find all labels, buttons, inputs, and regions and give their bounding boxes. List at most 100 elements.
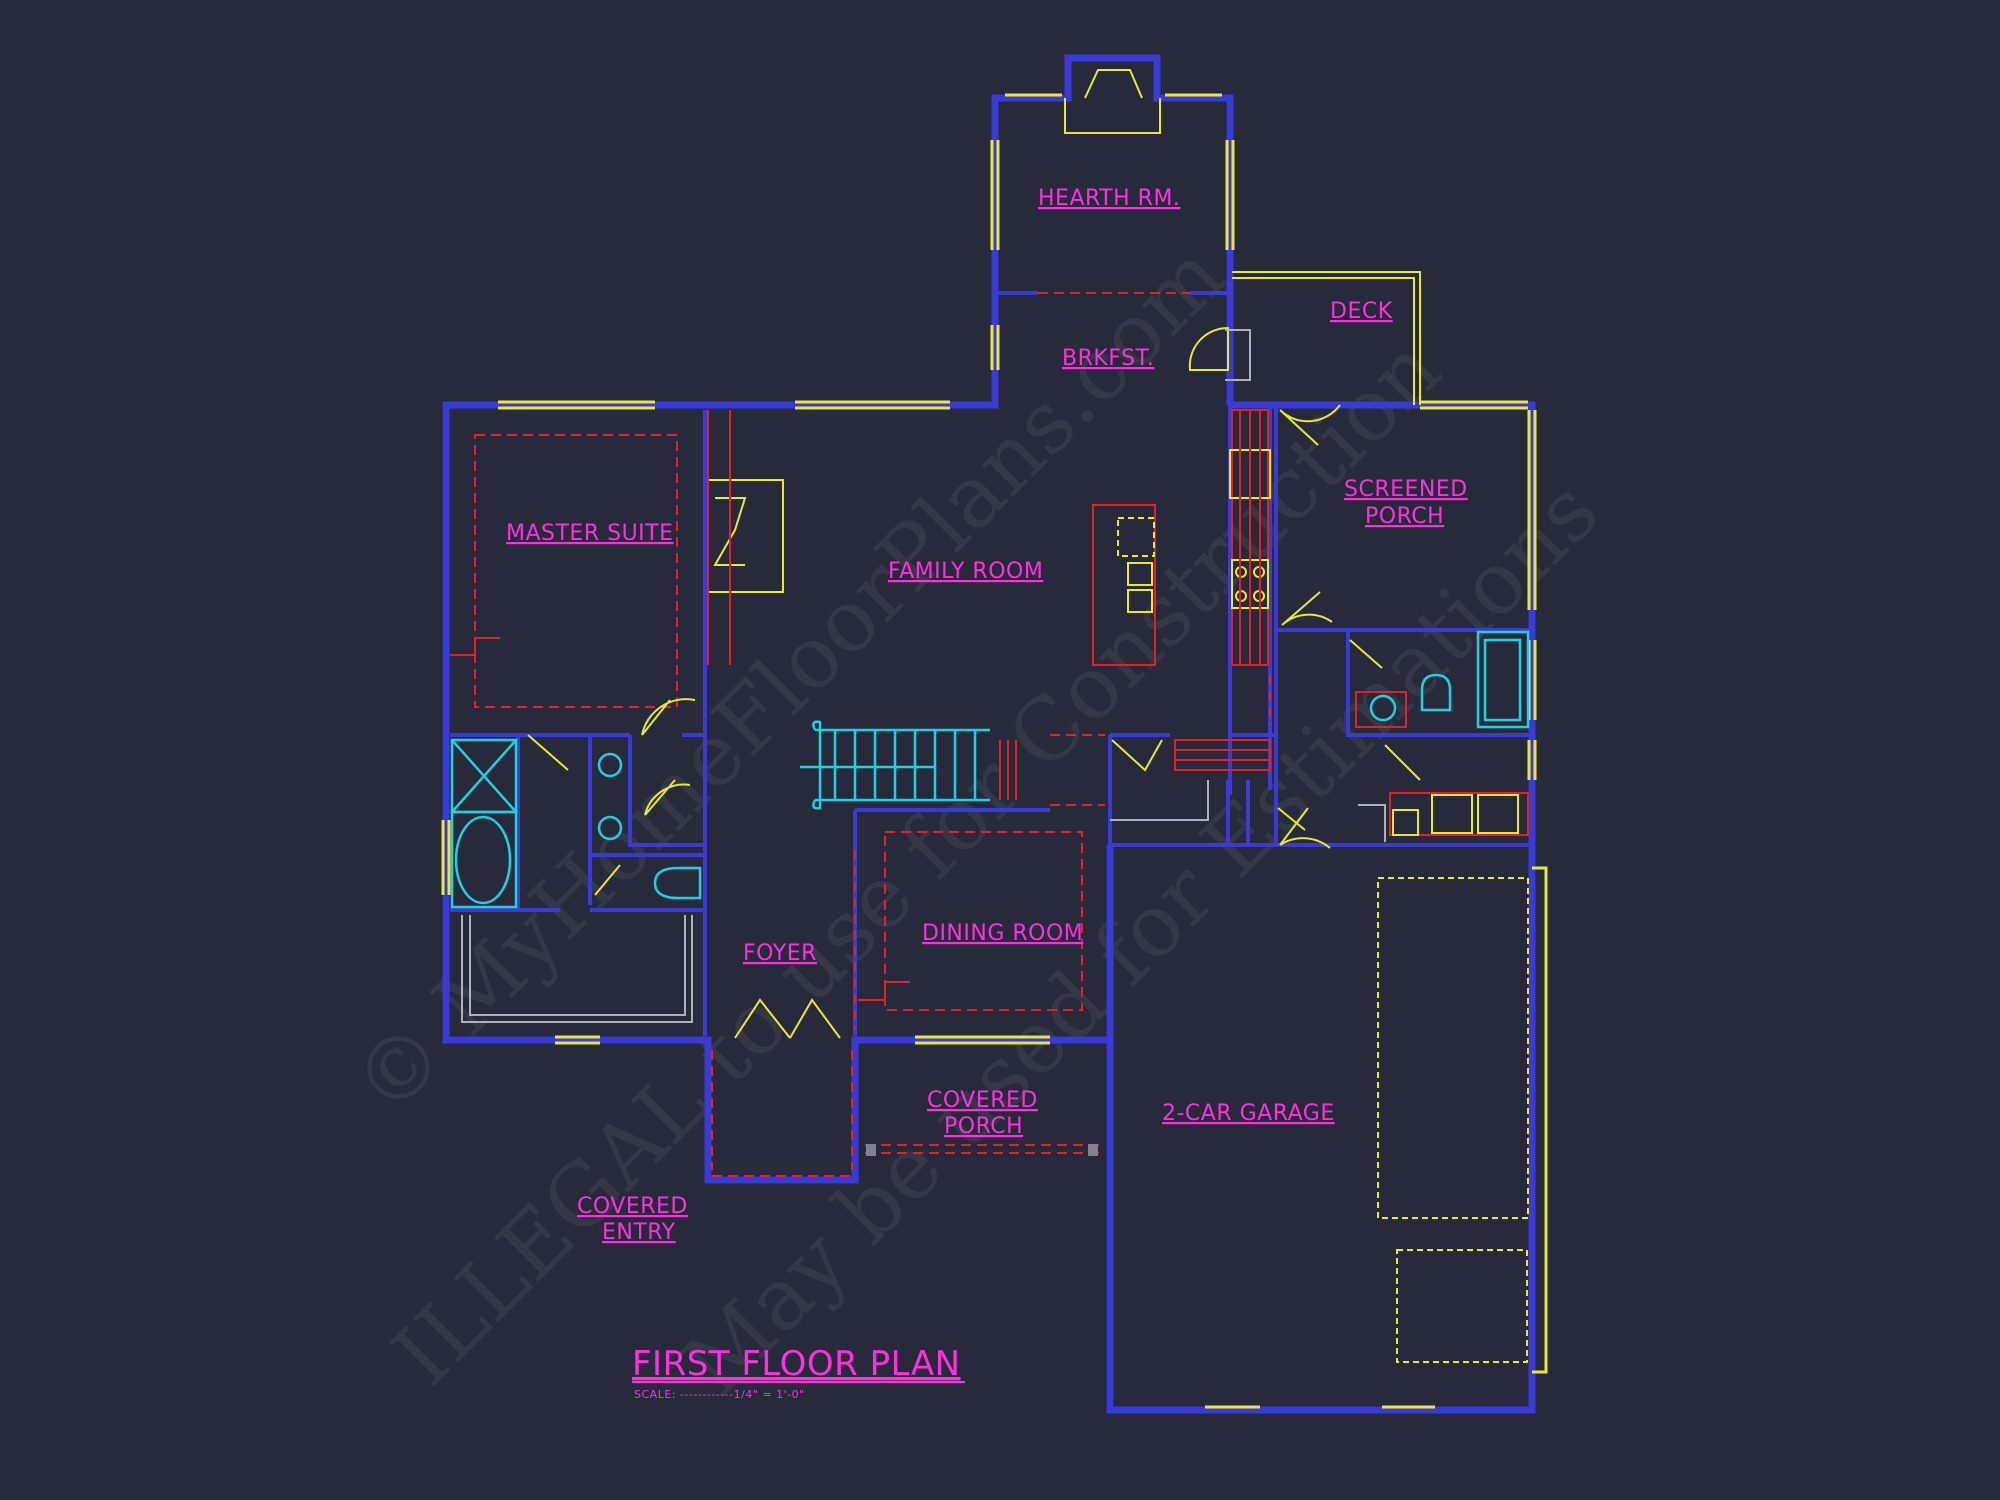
master-ceiling-step — [450, 637, 500, 656]
door-garage — [1279, 807, 1331, 849]
label-dining-room: DINING ROOM — [922, 921, 1083, 946]
fireplaces — [707, 69, 1161, 665]
hall-tub-inner — [1483, 638, 1522, 722]
shower-cross — [451, 739, 517, 813]
master-suite-details — [450, 434, 702, 1023]
stair-treads — [833, 730, 977, 800]
door-bath — [527, 734, 569, 771]
stair-newel — [812, 720, 822, 810]
kitchen — [1092, 409, 1271, 666]
dining-details — [711, 292, 1271, 1177]
family-fireplace — [708, 479, 784, 593]
deck-outline — [1232, 271, 1421, 405]
door-brkfst-deck — [1188, 326, 1229, 371]
label-hearth-rm: HEARTH RM. — [1038, 186, 1180, 211]
window-family-north — [795, 400, 950, 410]
window-screened-e — [1527, 410, 1537, 610]
porch-post-2 — [1088, 1144, 1098, 1156]
door-entry — [734, 998, 841, 1039]
utility-box — [1358, 804, 1386, 842]
window-closet-s — [555, 1035, 600, 1045]
laundry-wall — [1226, 630, 1532, 845]
door-hall-bath — [1349, 639, 1383, 669]
stair-rail — [800, 728, 990, 802]
plan-title: FIRST FLOOR PLAN — [632, 1344, 961, 1384]
label-family-room: FAMILY ROOM — [888, 559, 1043, 584]
main-north-wall — [442, 385, 1110, 1184]
window-laundry-e — [1527, 740, 1537, 780]
door-master — [641, 698, 696, 736]
dining-ceiling-step — [858, 981, 910, 1001]
door-garage-2 — [1277, 807, 1306, 831]
label-foyer: FOYER — [743, 941, 817, 966]
hall-sink — [1369, 694, 1397, 722]
master-toilet — [653, 866, 702, 900]
hearth-wall — [991, 54, 1234, 405]
laundry-details — [1389, 792, 1529, 836]
master-tray-ceiling — [474, 434, 678, 708]
closet-wall — [628, 735, 705, 847]
tub-surround — [450, 810, 518, 909]
stair-down-hatch — [999, 740, 1017, 800]
hearth-fireplace — [1064, 69, 1161, 134]
deck — [1232, 271, 1421, 405]
island-stool-3 — [1127, 589, 1153, 613]
plan-title-block: FIRST FLOOR PLAN SCALE: ------------1/4"… — [632, 1344, 965, 1401]
hall-bath-details — [1355, 630, 1530, 729]
vanity-sink-2 — [597, 815, 623, 841]
counter-hatch — [1239, 410, 1261, 665]
door-brkfst-frame — [1225, 329, 1251, 381]
island-seat-1 — [1117, 517, 1155, 557]
room-labels: HEARTH RM. BRKFST. DECK MASTER SUITE FAM… — [506, 186, 1468, 1245]
window-dining-s — [915, 1035, 1050, 1045]
utility-sink — [1392, 809, 1419, 836]
landing-steps — [1174, 739, 1271, 771]
porch-post-1 — [866, 1144, 876, 1156]
door-laundry — [1384, 744, 1421, 781]
door-stair — [1111, 739, 1163, 772]
car-space-1 — [1377, 877, 1529, 1219]
east-wall — [1230, 401, 1536, 875]
landing-hatch — [1175, 749, 1270, 761]
garage-wall — [1106, 845, 1536, 1414]
stair-upper-edge — [1050, 734, 1105, 806]
staircase — [800, 720, 1271, 810]
plan-scale: SCALE: ------------1/4" = 1'-0" — [634, 1388, 805, 1401]
window-master-bath — [441, 820, 451, 895]
window-brkfst-w — [990, 325, 1000, 370]
label-brkfst: BRKFST. — [1062, 346, 1154, 371]
bath-wall — [450, 735, 705, 912]
fireplace-hearth — [707, 410, 731, 665]
car-space-2 — [1396, 1249, 1528, 1363]
label-covered-porch-1: COVERED — [927, 1088, 1038, 1113]
vanity-sink-1 — [597, 752, 623, 778]
closet-rod — [461, 915, 693, 1023]
garage-door — [1532, 866, 1548, 1374]
dining-tray-ceiling — [884, 831, 1083, 1011]
island-stool-2 — [1127, 562, 1153, 586]
label-covered-porch-2: PORCH — [944, 1114, 1023, 1139]
washer — [1431, 794, 1473, 834]
label-screened-1: SCREENED — [1344, 477, 1468, 502]
master-tub — [454, 815, 512, 905]
window-screened-n — [1420, 400, 1528, 410]
label-covered-entry-2: ENTRY — [602, 1220, 676, 1245]
windows — [441, 93, 1548, 1409]
window-hearth-w1 — [990, 140, 1000, 250]
hall-closet — [1110, 780, 1209, 821]
hall-vanity — [1355, 691, 1407, 728]
label-master-suite: MASTER SUITE — [506, 521, 674, 546]
hall-toilet — [1420, 673, 1452, 712]
label-deck: DECK — [1330, 299, 1393, 324]
door-closet — [644, 779, 691, 816]
door-porch-hall — [1281, 591, 1333, 626]
door-toilet — [594, 864, 621, 896]
entry-side-beams — [711, 1050, 853, 1170]
laundry-counter — [1389, 792, 1529, 836]
label-screened-2: PORCH — [1365, 504, 1444, 529]
kitchen-island — [1092, 504, 1156, 666]
label-covered-entry-1: COVERED — [577, 1194, 688, 1219]
door-screened — [1279, 404, 1341, 446]
doors — [527, 326, 1421, 1039]
